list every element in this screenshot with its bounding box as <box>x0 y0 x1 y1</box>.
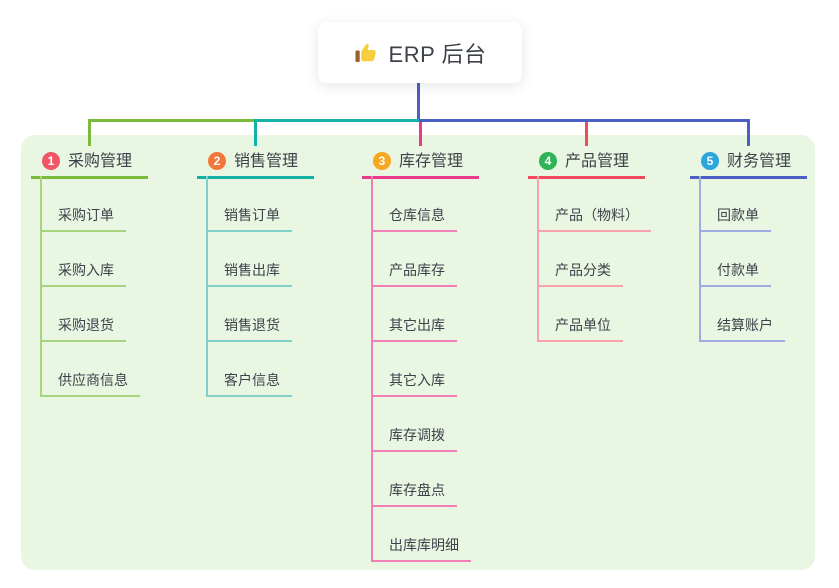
branch-number-badge-5: 5 <box>701 152 719 170</box>
mindmap-leaf-node[interactable]: 采购入库 <box>58 262 114 278</box>
root-node-erp[interactable]: ERP 后台 <box>318 22 522 83</box>
branch-drop-line-5 <box>747 119 750 146</box>
branch-header-label-4[interactable]: 产品管理 <box>565 153 630 170</box>
mindmap-leaf-node[interactable]: 销售退货 <box>224 317 280 333</box>
mindmap-leaf-node[interactable]: 采购退货 <box>58 317 114 333</box>
thumbs-up-icon <box>354 41 378 65</box>
bus-segment-right <box>419 119 750 122</box>
bus-segment-sales <box>254 119 422 122</box>
mindmap-leaf-node[interactable]: 采购订单 <box>58 207 114 223</box>
leaf-underline <box>537 340 623 342</box>
branch-spine-line-4 <box>537 176 539 342</box>
bus-segment-purchase <box>88 119 257 122</box>
branch-drop-line-3 <box>419 122 422 146</box>
branch-header-underline-1 <box>31 176 148 179</box>
branch-header-underline-4 <box>528 176 645 179</box>
branch-header-label-2[interactable]: 销售管理 <box>234 153 299 170</box>
branch-header-underline-2 <box>197 176 314 179</box>
leaf-underline <box>699 340 785 342</box>
mindmap-leaf-node[interactable]: 其它出库 <box>389 317 445 333</box>
branch-header-label-1[interactable]: 采购管理 <box>68 153 133 170</box>
branch-header-label-5[interactable]: 财务管理 <box>727 153 792 170</box>
branches-panel <box>21 135 815 570</box>
leaf-underline <box>371 450 457 452</box>
mindmap-leaf-node[interactable]: 仓库信息 <box>389 207 445 223</box>
branch-header-underline-5 <box>690 176 807 179</box>
leaf-underline <box>371 340 457 342</box>
leaf-underline <box>371 395 457 397</box>
branch-drop-line-2 <box>254 119 257 146</box>
mindmap-leaf-node[interactable]: 付款单 <box>717 262 759 278</box>
branch-header-label-3[interactable]: 库存管理 <box>399 153 464 170</box>
leaf-underline <box>206 395 292 397</box>
mindmap-leaf-node[interactable]: 产品（物料） <box>555 207 639 223</box>
mindmap-leaf-node[interactable]: 结算账户 <box>717 317 773 333</box>
root-node-title: ERP 后台 <box>388 41 487 67</box>
leaf-underline <box>371 505 457 507</box>
leaf-underline <box>371 560 471 562</box>
mindmap-leaf-node[interactable]: 出库库明细 <box>389 537 459 553</box>
branch-spine-line-5 <box>699 176 701 342</box>
mindmap-leaf-node[interactable]: 产品库存 <box>389 262 445 278</box>
mindmap-leaf-node[interactable]: 客户信息 <box>224 372 280 388</box>
leaf-underline <box>537 230 651 232</box>
branch-drop-line-1 <box>88 119 91 146</box>
mindmap-leaf-node[interactable]: 库存调拨 <box>389 427 445 443</box>
mindmap-leaf-node[interactable]: 产品分类 <box>555 262 611 278</box>
mindmap-leaf-node[interactable]: 销售订单 <box>224 207 280 223</box>
mindmap-leaf-node[interactable]: 供应商信息 <box>58 372 128 388</box>
leaf-underline <box>537 285 623 287</box>
mindmap-leaf-node[interactable]: 库存盘点 <box>389 482 445 498</box>
leaf-underline <box>206 285 292 287</box>
leaf-underline <box>371 230 457 232</box>
leaf-underline <box>206 230 292 232</box>
leaf-underline <box>40 230 126 232</box>
mindmap-leaf-node[interactable]: 产品单位 <box>555 317 611 333</box>
leaf-underline <box>206 340 292 342</box>
mindmap-leaf-node[interactable]: 销售出库 <box>224 262 280 278</box>
branch-number-badge-4: 4 <box>539 152 557 170</box>
leaf-underline <box>40 285 126 287</box>
branch-number-badge-2: 2 <box>208 152 226 170</box>
leaf-underline <box>40 395 140 397</box>
branch-number-badge-3: 3 <box>373 152 391 170</box>
leaf-underline <box>699 230 771 232</box>
root-descender-line <box>417 83 420 122</box>
leaf-underline <box>699 285 771 287</box>
mindmap-leaf-node[interactable]: 回款单 <box>717 207 759 223</box>
leaf-underline <box>371 285 457 287</box>
branch-header-underline-3 <box>362 176 479 179</box>
branch-drop-line-4 <box>585 122 588 146</box>
mindmap-leaf-node[interactable]: 其它入库 <box>389 372 445 388</box>
branch-spine-line-3 <box>371 176 373 562</box>
branch-number-badge-1: 1 <box>42 152 60 170</box>
leaf-underline <box>40 340 126 342</box>
